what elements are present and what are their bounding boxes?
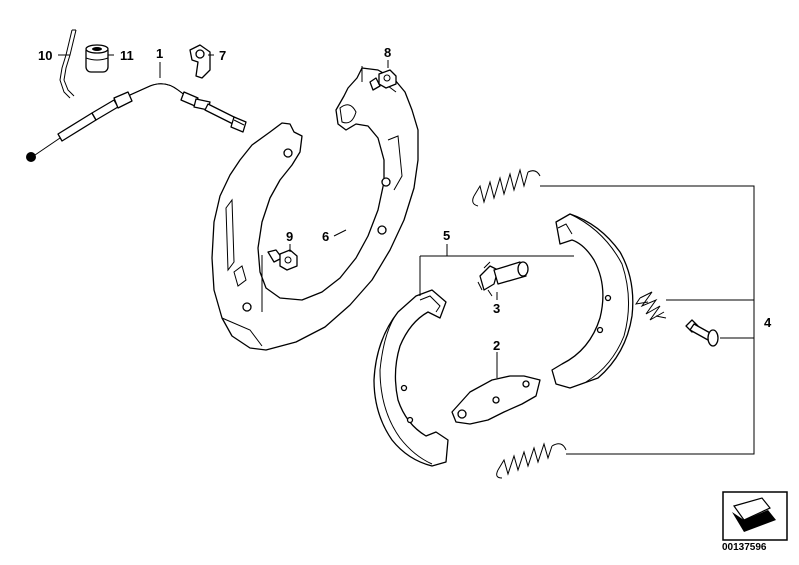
- brake-shoe-left-part: [373, 289, 449, 467]
- document-number: 00137596: [722, 542, 767, 553]
- spring-middle-part: [634, 291, 667, 321]
- callout-2: 2: [493, 338, 500, 353]
- spring-lower-part: [496, 442, 567, 479]
- callout-8: 8: [384, 45, 391, 60]
- lever-part: [451, 375, 541, 425]
- brake-cable-part: [26, 83, 247, 162]
- adjuster-part: [477, 261, 529, 297]
- bolt-part-9: [267, 249, 298, 271]
- leader-lines: [58, 54, 755, 455]
- callout-3: 3: [493, 301, 500, 316]
- spring-upper-part: [472, 168, 541, 207]
- backing-plate-part: [211, 67, 419, 351]
- callout-1: 1: [156, 46, 163, 61]
- callout-7: 7: [219, 48, 226, 63]
- callout-5: 5: [443, 228, 450, 243]
- bolt-part-8: [369, 69, 397, 91]
- grommet-part: [85, 44, 109, 73]
- brake-shoe-right-part: [551, 213, 634, 389]
- document-arrow-icon: [722, 491, 788, 541]
- callout-9: 9: [286, 229, 293, 244]
- wire-clip-part: [59, 29, 77, 99]
- pin-part: [685, 319, 719, 347]
- callout-11: 11: [120, 48, 134, 63]
- callout-10: 10: [38, 48, 52, 63]
- bracket-clip-part: [189, 44, 211, 79]
- callout-6: 6: [322, 229, 329, 244]
- callout-4: 4: [764, 315, 772, 330]
